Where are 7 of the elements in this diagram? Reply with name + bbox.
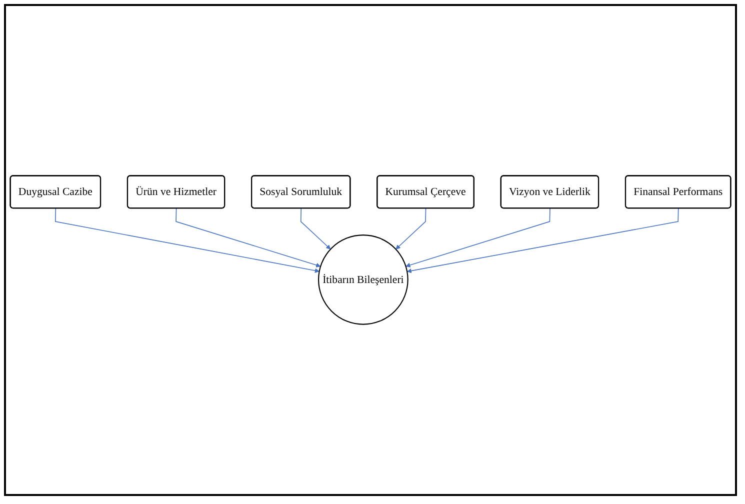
arrow	[406, 208, 679, 274]
arrow	[406, 208, 550, 268]
node-circle: İtibarın Bileşenleri	[318, 234, 408, 325]
arrow	[396, 208, 426, 250]
arrow	[176, 208, 321, 268]
arrow	[300, 208, 331, 250]
arrow	[55, 208, 320, 273]
